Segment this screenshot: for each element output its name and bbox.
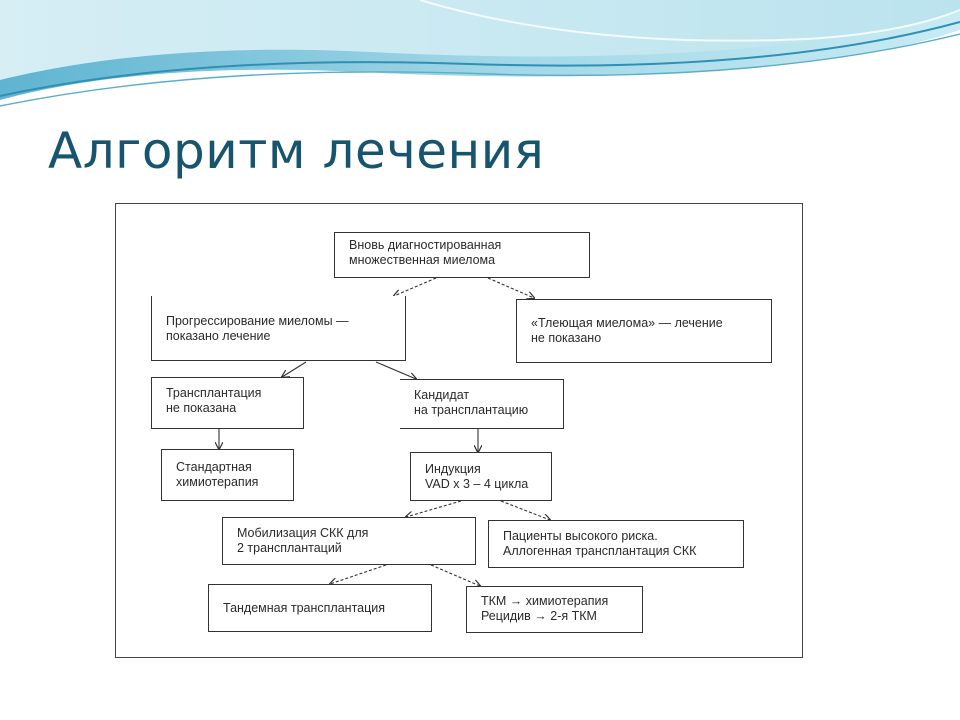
- node-tkm: ТКМ → химиотерапия Рецидив → 2-я ТКМ: [466, 586, 643, 633]
- node-progression: Прогрессирование миеломы — показано лече…: [151, 296, 406, 361]
- flowchart-connectors: [116, 277, 804, 659]
- node-smoldering: «Тлеющая миелома» — лечение не показано: [516, 299, 772, 363]
- node-transplant-not-indicated: Трансплантация не показана: [151, 377, 304, 429]
- node-standard-chemo: Стандартная химиотерапия: [161, 449, 294, 501]
- node-induction: Индукция VAD x 3 – 4 цикла: [410, 452, 552, 501]
- flowchart-frame: Вновь диагностированная множественная ми…: [115, 203, 803, 658]
- node-new-diagnosis: Вновь диагностированная множественная ми…: [334, 232, 590, 278]
- node-tandem: Тандемная трансплантация: [208, 584, 432, 632]
- node-high-risk: Пациенты высокого риска. Аллогенная тран…: [488, 520, 744, 568]
- header-wave-banner: [0, 0, 960, 107]
- page-title: Алгоритм лечения: [48, 122, 545, 180]
- node-mobilization: Мобилизация СКК для 2 трансплантаций: [222, 517, 476, 565]
- node-candidate: Кандидат на трансплантацию: [400, 379, 564, 429]
